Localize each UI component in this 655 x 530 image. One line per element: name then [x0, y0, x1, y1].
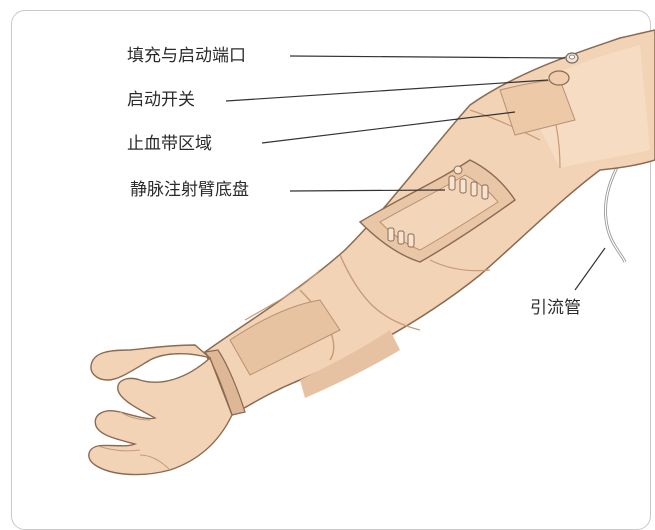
hand — [89, 345, 232, 475]
fill-port-label: 填充与启动端口 — [127, 46, 246, 66]
start-switch — [549, 71, 569, 85]
drain-tube-label: 引流管 — [530, 298, 581, 318]
iv-pad-label: 静脉注射臂底盘 — [130, 180, 249, 200]
iv-arm-illustration — [0, 0, 655, 509]
fill-port — [566, 53, 578, 63]
start-switch-label: 启动开关 — [127, 90, 195, 110]
tourniquet-area-label: 止血带区域 — [127, 134, 212, 154]
